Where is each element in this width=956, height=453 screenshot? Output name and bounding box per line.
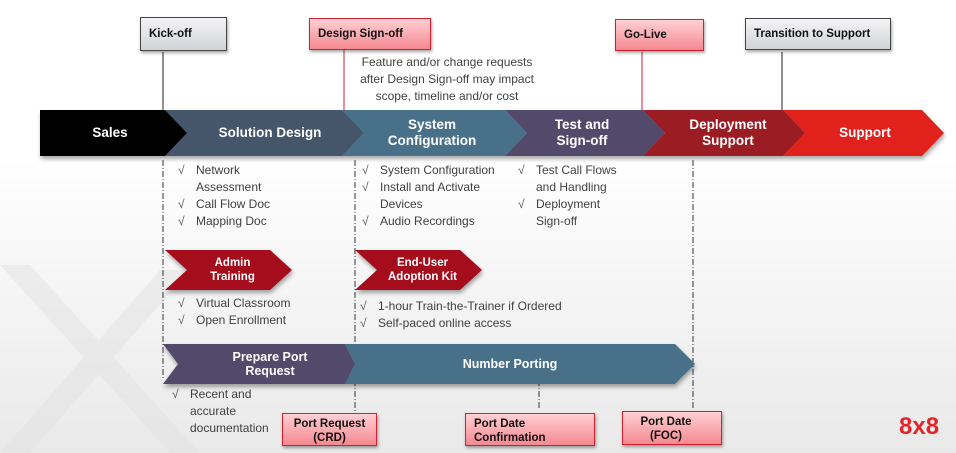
list-item: √Call Flow Doc bbox=[178, 197, 271, 211]
stage-shape-test bbox=[505, 110, 665, 156]
stage-shape-solution bbox=[165, 110, 364, 156]
admin-training-shape bbox=[165, 250, 292, 290]
prepare-port-shape bbox=[163, 344, 355, 384]
list-item: √1-hour Train-the-Trainer if Ordered bbox=[360, 299, 562, 313]
milestone-label: Transition to Support bbox=[754, 28, 871, 40]
number-porting: Number Porting bbox=[462, 357, 558, 371]
stage-solution-design: Solution Design bbox=[218, 125, 322, 140]
list-item: √Install and Activate Devices bbox=[362, 180, 481, 211]
list-item: √Recent and accurate documentation bbox=[172, 387, 269, 435]
milestone-go-live: Go-Live bbox=[615, 19, 704, 51]
end-user-shape bbox=[355, 250, 482, 290]
list-item: √Self-paced online access bbox=[360, 316, 512, 330]
list-item: √Virtual Classroom bbox=[178, 296, 291, 310]
end-user-list: √1-hour Train-the-Trainer if Ordered √Se… bbox=[360, 298, 620, 332]
list-item: √System Configuration bbox=[362, 163, 495, 177]
stage-shape-sales bbox=[40, 110, 187, 156]
milestone-label: Port Date (FOC) bbox=[640, 416, 692, 442]
prepare-port-list: √Recent and accurate documentation bbox=[172, 386, 302, 437]
test-signoff-list: √Test Call Flows and Handling √Deploymen… bbox=[518, 162, 648, 230]
stage-test-signoff: Test and Sign-off bbox=[554, 117, 610, 148]
system-configuration-list: √System Configuration √Install and Activ… bbox=[362, 162, 522, 230]
milestone-kickoff: Kick-off bbox=[140, 17, 227, 51]
stage-deployment-support: Deployment Support bbox=[689, 117, 767, 148]
milestone-design-signoff: Design Sign-off bbox=[309, 18, 431, 50]
note-line: after Design Sign-off may impact bbox=[360, 72, 534, 86]
milestone-transition-to-support: Transition to Support bbox=[745, 18, 891, 50]
design-signoff-note: Feature and/or change requests after Des… bbox=[352, 54, 542, 105]
milestone-port-date-foc: Port Date (FOC) bbox=[622, 411, 722, 445]
list-item: √Audio Recordings bbox=[362, 214, 475, 228]
list-item: √Network Assessment bbox=[178, 163, 262, 194]
milestone-label: Design Sign-off bbox=[318, 28, 403, 40]
list-item: √Open Enrollment bbox=[178, 313, 287, 327]
stage-support: Support bbox=[839, 125, 891, 140]
stage-shape-deployment bbox=[643, 110, 805, 156]
list-item: √Test Call Flows and Handling bbox=[518, 163, 617, 194]
milestone-port-date-confirmation: Port Date Confirmation bbox=[465, 413, 595, 446]
admin-training: Admin Training bbox=[210, 257, 255, 283]
end-user-adoption-kit: End-User Adoption Kit bbox=[388, 257, 457, 283]
milestone-label: Port Date Confirmation bbox=[474, 418, 546, 444]
milestone-label: Port Request (CRD) bbox=[293, 418, 366, 444]
milestone-label: Go-Live bbox=[624, 29, 667, 41]
stage-system-configuration: System Configuration bbox=[387, 117, 477, 148]
logo-8x8: 8x8 bbox=[899, 413, 940, 440]
watermark-x bbox=[0, 265, 200, 453]
number-porting-shape bbox=[345, 344, 695, 384]
stage-sales: Sales bbox=[92, 125, 128, 140]
stage-shape-support bbox=[783, 110, 944, 156]
stage-shape-sysconfig bbox=[342, 110, 527, 156]
solution-design-list: √Network Assessment √Call Flow Doc √Mapp… bbox=[178, 162, 328, 230]
milestone-label: Kick-off bbox=[149, 28, 192, 40]
note-line: scope, timeline and/or cost bbox=[375, 89, 519, 103]
list-item: √Deployment Sign-off bbox=[518, 197, 601, 228]
list-item: √Mapping Doc bbox=[178, 214, 267, 228]
milestone-port-request: Port Request (CRD) bbox=[282, 413, 377, 446]
prepare-port-request: Prepare Port Request bbox=[232, 350, 308, 378]
admin-training-list: √Virtual Classroom √Open Enrollment bbox=[178, 295, 338, 329]
note-line: Feature and/or change requests bbox=[361, 55, 533, 69]
